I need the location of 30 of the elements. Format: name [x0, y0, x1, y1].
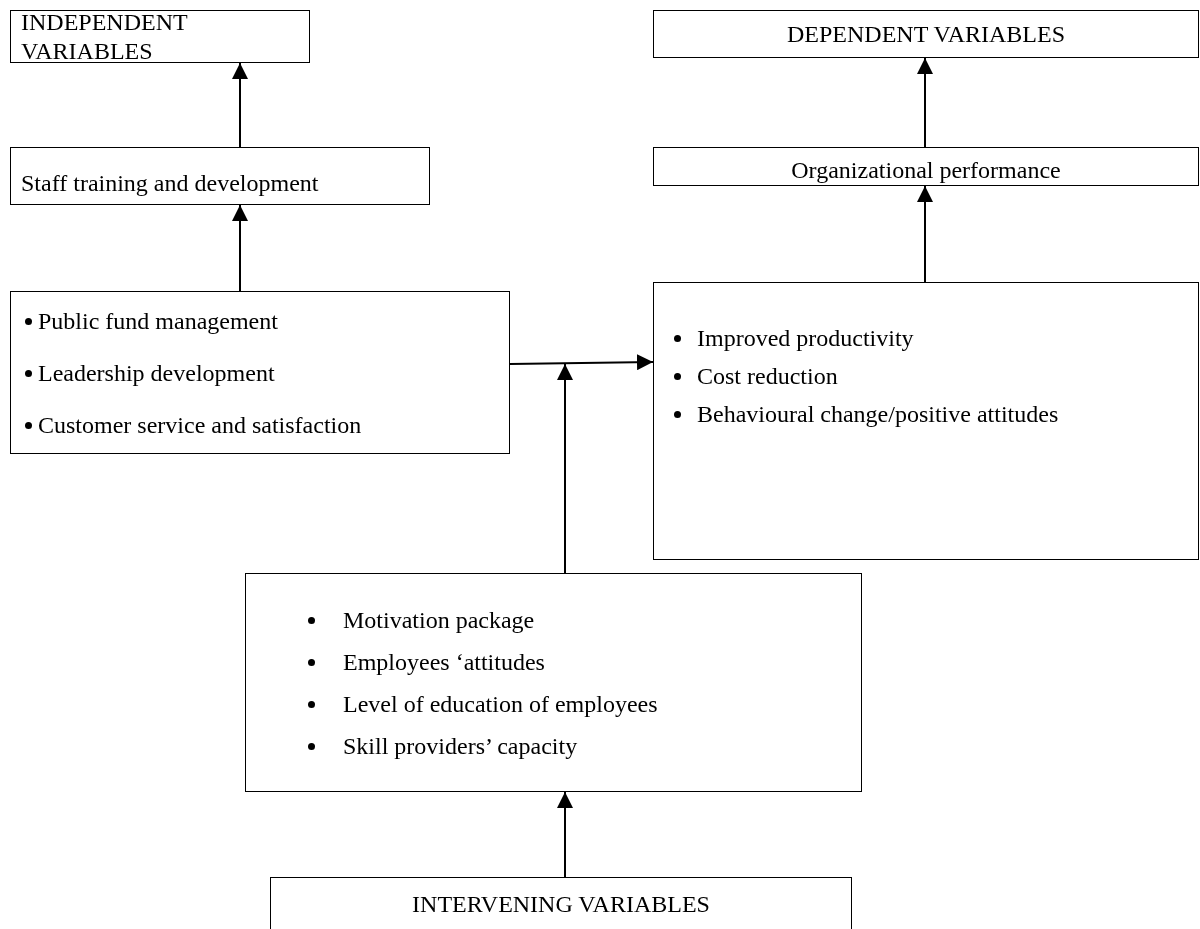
- box-title: Organizational performance: [791, 156, 1061, 185]
- list-box: [10, 291, 510, 454]
- bullet-item: Motivation package: [343, 605, 535, 635]
- variable-box: [270, 877, 852, 929]
- list-box: [653, 282, 1199, 560]
- bullet-item: Improved productivity: [697, 324, 914, 353]
- box-title: DEPENDENT VARIABLES: [787, 19, 1065, 49]
- variable-box: [653, 147, 1199, 186]
- arrow: [232, 204, 248, 292]
- bullet-item: Level of education of employees: [343, 689, 658, 719]
- arrow: [557, 363, 573, 574]
- arrow: [232, 62, 248, 148]
- variable-box: [10, 147, 430, 205]
- bullet-item: Customer service and satisfaction: [38, 410, 362, 440]
- variable-box: [653, 10, 1199, 58]
- variable-box: [10, 10, 310, 63]
- bullet-item: Cost reduction: [697, 362, 838, 391]
- bullet-item: Public fund management: [38, 306, 278, 336]
- box-title: INDEPENDENT VARIABLES: [21, 7, 189, 66]
- arrow: [917, 185, 933, 283]
- list-box: [245, 573, 862, 792]
- arrow: [557, 791, 573, 878]
- box-title: Staff training and development: [21, 169, 319, 198]
- bullet-item: Skill providers’ capacity: [343, 731, 578, 761]
- box-title: INTERVENING VARIABLES: [412, 890, 710, 919]
- bullet-item: Behavioural change/positive attitudes: [697, 400, 1059, 429]
- arrow: [917, 57, 933, 148]
- bullet-item: Leadership development: [38, 358, 275, 388]
- arrow: [509, 354, 654, 371]
- bullet-item: Employees ‘attitudes: [343, 647, 545, 677]
